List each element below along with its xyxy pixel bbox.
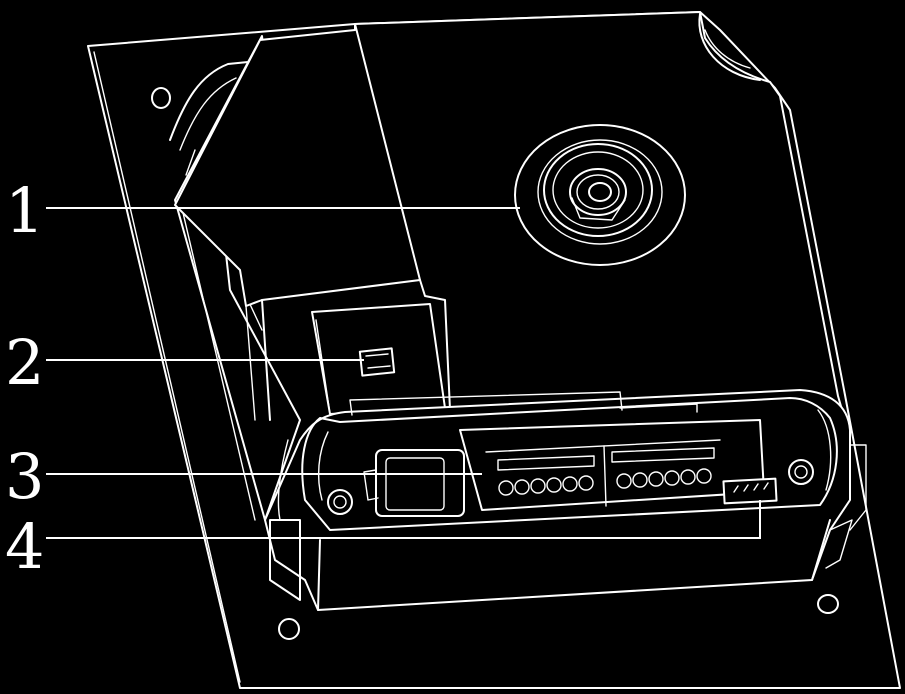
connector	[722, 477, 778, 505]
callout-2: 2	[5, 326, 44, 399]
main-housing	[174, 11, 846, 431]
mount-hole-bottom-left	[278, 618, 300, 640]
switch	[358, 347, 396, 377]
leader-4	[46, 500, 761, 539]
callout-4: 4	[5, 510, 44, 583]
mount-hole-bottom-right	[817, 594, 839, 614]
mount-hole-top-left	[151, 87, 171, 109]
frame-screw-right	[788, 459, 814, 485]
camera-lens	[514, 124, 686, 266]
left-connector-block	[363, 449, 465, 517]
callout-1: 1	[5, 174, 44, 247]
frame-screw-left	[327, 489, 353, 515]
terminal-block	[459, 419, 765, 511]
callout-3: 3	[5, 440, 44, 513]
terminal-screws	[498, 468, 712, 496]
